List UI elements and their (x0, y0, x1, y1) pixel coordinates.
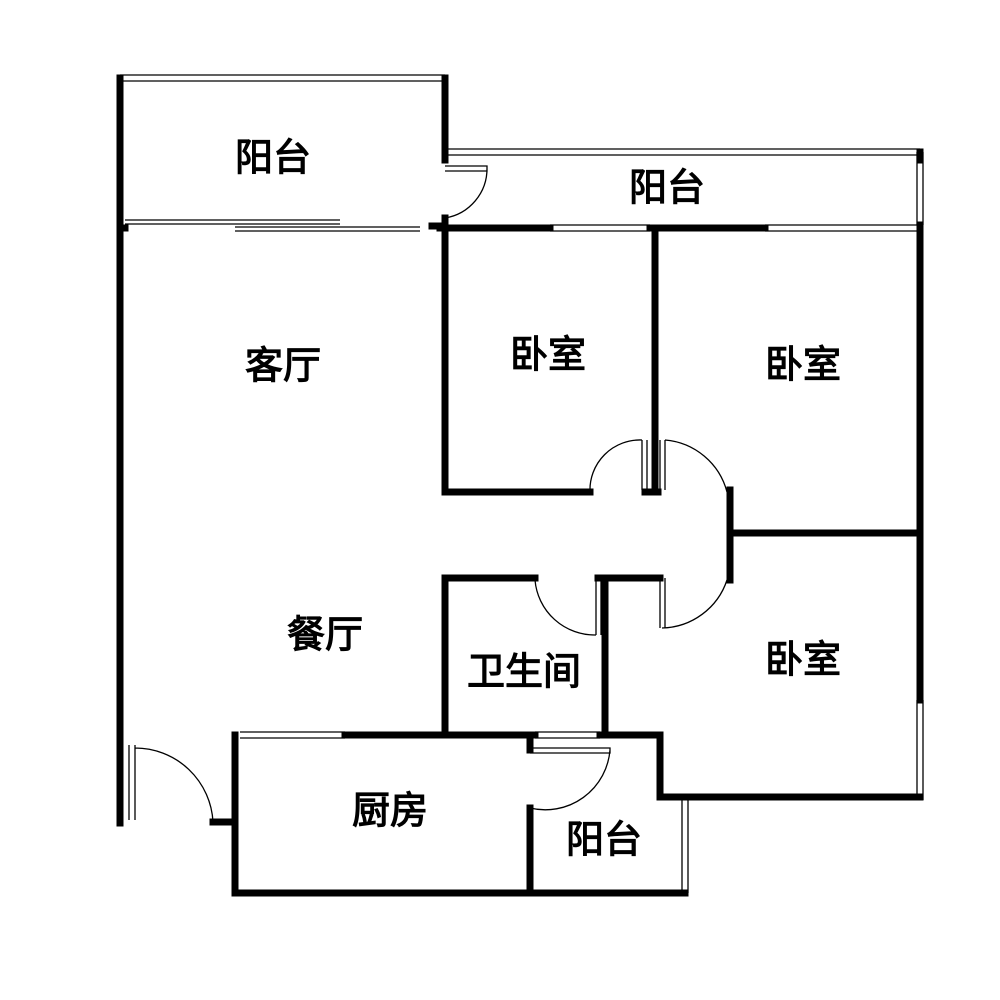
doors (128, 165, 728, 823)
room-label-bedroom-2: 卧室 (765, 343, 841, 387)
room-labels: 阳台 阳台 客厅 卧室 卧室 餐厅 卫生间 卧室 厨房 阳台 (235, 136, 841, 862)
room-label-kitchen: 厨房 (352, 789, 428, 833)
room-label-balcony-top-right: 阳台 (629, 166, 705, 210)
room-label-balcony-small: 阳台 (566, 818, 642, 862)
room-label-living-room: 客厅 (245, 344, 321, 388)
room-label-bathroom: 卫生间 (467, 650, 581, 694)
room-label-bedroom-3: 卧室 (765, 638, 841, 682)
windows (120, 74, 924, 893)
room-label-balcony-top-left: 阳台 (235, 136, 311, 180)
room-label-dining-room: 餐厅 (287, 613, 363, 657)
walls (116, 74, 924, 897)
room-label-bedroom-1: 卧室 (510, 333, 586, 377)
